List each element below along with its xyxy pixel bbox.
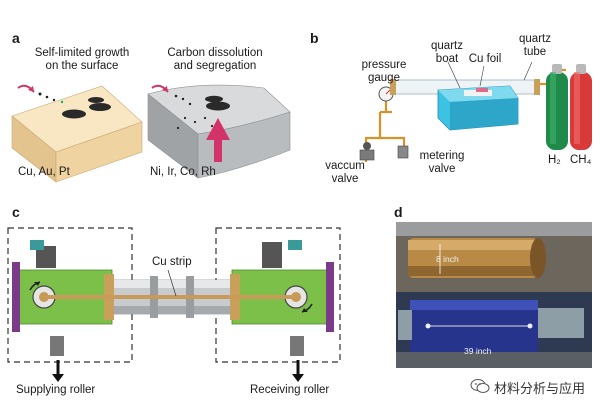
dimension-39-inch: 39 inch [464,346,492,356]
carbon-feed-right [151,84,214,130]
vaccum-valve-label-2: valve [331,173,359,185]
cu-substrate-block [11,85,143,183]
pressure-gauge [378,86,394,102]
metering-valve-label-2: valve [428,163,456,175]
cu-foil-label: Cu foil [468,53,502,65]
metering-valve-label-1: metering [419,150,465,162]
metering-valve-shape [397,145,409,159]
panel-a: a Self-limited growth on the surface Car… [0,0,300,200]
supplying-roller-label: Supplying roller [16,384,96,396]
leader-lines [447,61,533,89]
quartz-boat-label-1: quartz [431,40,463,52]
pressure-gauge-label-2: gauge [368,72,400,84]
vaccum-valve-label-1: vaccum [325,160,365,172]
right-title-line1: Carbon dissolution [167,47,263,59]
graphene-flakes-left [62,97,111,119]
quartz-boat-label-2: boat [435,53,459,65]
receiving-box [215,227,341,363]
panel-a-label: a [12,30,20,46]
right-metals: Ni, Ir, Co, Rh [150,166,216,178]
panel-d-label: d [394,204,403,220]
quartz-boat [437,85,519,131]
segregation-arrow [206,118,230,162]
panel-c: c [0,200,380,416]
cu-strip-label: Cu strip [152,256,192,268]
carbon-feed-left [17,84,64,104]
panel-b-label: b [310,30,319,46]
furnace-photo [396,222,592,368]
vaccum-valve-shape [359,142,375,161]
panel-b: b [300,0,610,200]
cvd-setup-illustration [359,61,592,162]
right-title-line2: and segregation [173,60,257,72]
left-title-line1: Self-limited growth [34,47,130,59]
ch4-label: CH₄ [570,154,592,166]
graphene-flakes-right [205,95,230,111]
h2-label: H₂ [548,154,561,166]
roll-to-roll-illustration [7,227,341,382]
wechat-icon [470,378,490,394]
cu-foil-mark [476,88,488,92]
growth-mechanism-illustration [11,84,291,183]
h2-cylinder [546,64,568,150]
watermark-text: 材料分析与应用 [494,381,586,396]
quartz-tube-label-2: tube [523,46,547,58]
left-metals: Cu, Au, Pt [18,166,70,178]
panel-d: d 8 inch 39 inch 材料分析与应用 [380,200,610,416]
supplying-arrow [52,360,64,382]
ch4-cylinder [570,64,592,150]
cu-strip-leader [167,269,177,297]
pressure-gauge-label-1: pressure [361,59,407,71]
dimension-8-inch: 8 inch [436,254,459,264]
quartz-tube-label-1: quartz [519,33,551,45]
left-title-line2: on the surface [45,60,119,72]
receiving-roller-label: Receiving roller [250,384,330,396]
panel-c-label: c [12,204,20,220]
receiving-arrow [292,360,304,382]
